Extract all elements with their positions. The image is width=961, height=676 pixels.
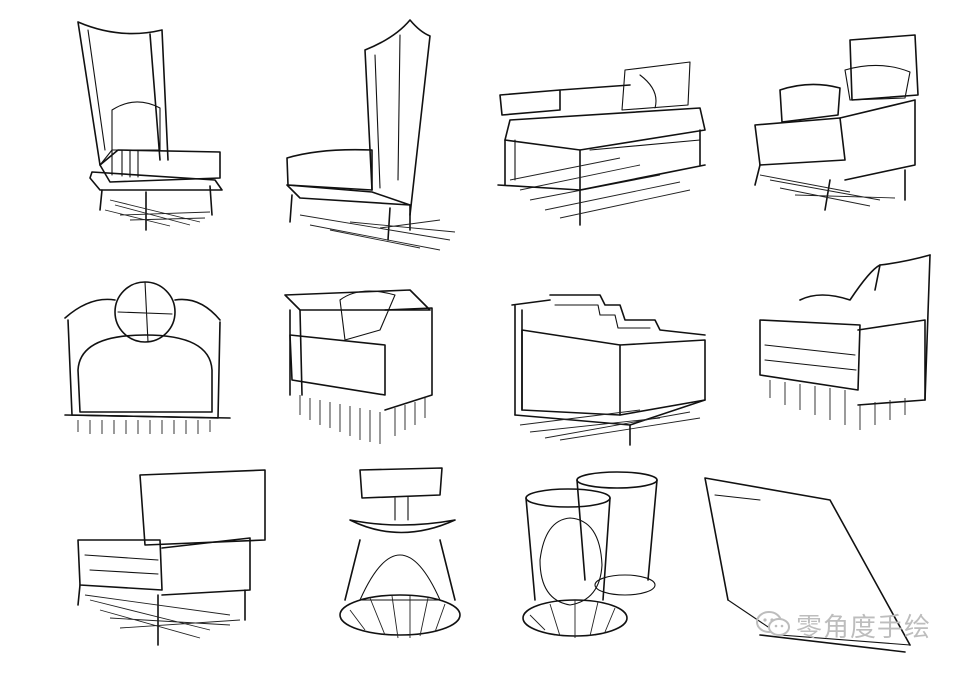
upholstered-armchair-with-pillow [284, 289, 433, 444]
armchair-perspective [754, 34, 919, 211]
curved-arm-armchair [759, 254, 931, 430]
round-cushion-armchair [64, 281, 231, 434]
wechat-icon [755, 610, 790, 642]
watermark-text: 零角度手绘 [795, 613, 931, 643]
cutout-frame-armchair [511, 294, 706, 446]
round-side-tables [522, 471, 658, 638]
tall-wingback-chair [77, 21, 223, 231]
lounge-chair-with-frame [497, 61, 706, 226]
tall-back-chair-side [286, 19, 456, 251]
low-back-chair [77, 469, 266, 646]
sling-lounge-chair [704, 477, 911, 653]
drum-stool [339, 467, 461, 639]
watermark: 零角度手绘 [755, 607, 931, 644]
